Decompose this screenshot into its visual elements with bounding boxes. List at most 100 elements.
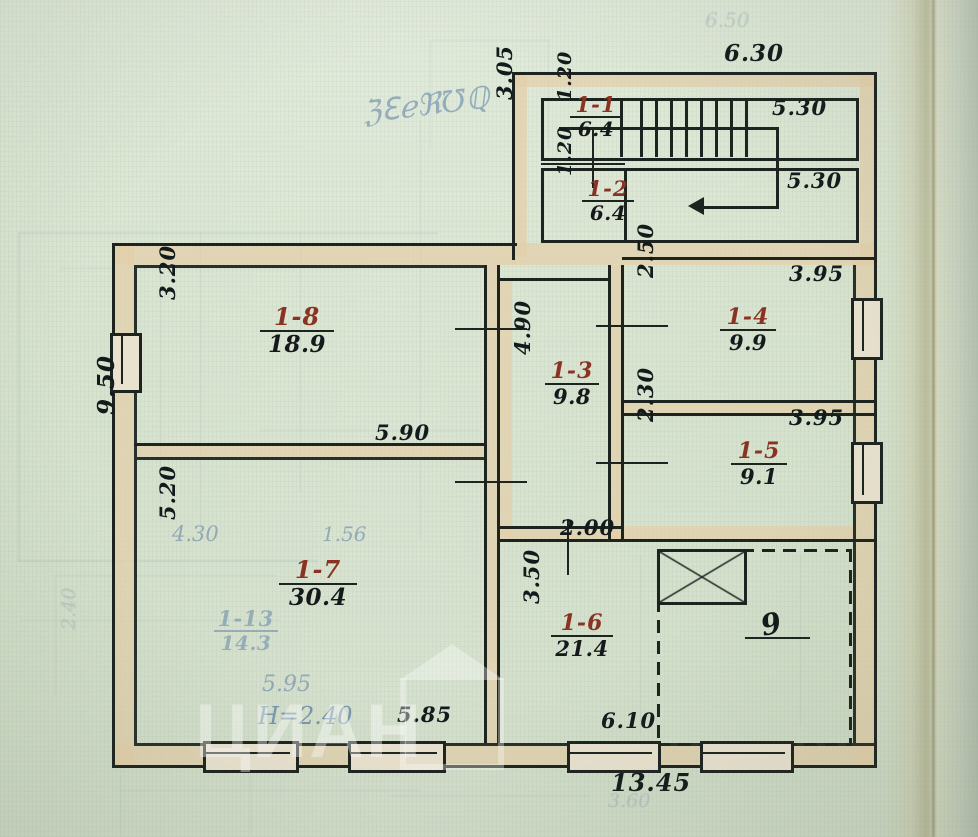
spine-wall-left (484, 265, 487, 743)
faded-dim-3-60: 3.60 (608, 790, 651, 812)
window-bottom-2-mullion (351, 752, 437, 754)
wall-interior-r18-bottom (134, 443, 484, 457)
main-top-wall-inner (134, 265, 486, 268)
dim-left-overall: 9.50 (93, 354, 120, 415)
dim-r15-height: 2.30 (633, 366, 658, 422)
ceiling-height-note: H=2.40 (258, 702, 353, 730)
room-number-1-2: 1-2 (587, 176, 629, 201)
r3-top-wall (497, 278, 609, 281)
dim-r16-width: 6.10 (601, 708, 657, 733)
wall-bottom-outer (112, 743, 875, 765)
wall-annex-right (860, 72, 875, 257)
annex-window-strip (541, 163, 625, 165)
room-number-1-5: 1-5 (737, 438, 781, 464)
wall-interior-corr-right (608, 265, 622, 540)
annex-mid-divider-a (541, 158, 859, 161)
r3-bottom-wall (497, 526, 622, 529)
spine-wall-right (497, 265, 500, 743)
wall-left-outer (112, 243, 134, 765)
window-right-upper-mullion (862, 301, 864, 351)
dim-r16-height: 3.50 (519, 548, 544, 604)
room-area-1-5: 9.1 (739, 464, 779, 490)
window-bottom-1-mullion (206, 752, 290, 754)
dim-stair-upper: 5.30 (772, 95, 828, 120)
dim-r14-height: 2.50 (633, 222, 658, 278)
window-right-lower-mullion (862, 445, 864, 495)
door-corridor-to-r4 (596, 325, 668, 327)
door-r8-to-corridor (455, 328, 527, 330)
dim-r18-height: 3.20 (155, 244, 180, 300)
wall-annex-left (512, 72, 527, 257)
r4-r5-divider-inner (621, 413, 875, 416)
room-divider-1-2 (582, 200, 634, 203)
room-divider-1-7 (279, 583, 357, 586)
r18-bottom-wall (134, 443, 486, 446)
room-area-1-8: 18.9 (267, 331, 327, 359)
main-right-wall-outer (874, 257, 877, 767)
annex-lower-right (856, 168, 859, 243)
main-left-wall-outer (112, 243, 115, 768)
room-tag-1-7: 1-7 30.4 (272, 555, 364, 610)
window-left-upper-mullion (121, 336, 123, 384)
room-number-1-6: 1-6 (560, 610, 604, 636)
window-right-upper (851, 298, 883, 360)
room-area-1-3: 9.8 (552, 384, 592, 410)
wall-top-annex (512, 72, 875, 87)
annex-lower-left (541, 168, 544, 243)
main-left-wall-inner (134, 265, 137, 745)
wall-top-main-left (112, 243, 516, 265)
room-divider-1-1 (570, 116, 622, 119)
annex-top-wall-line (512, 72, 877, 75)
room-tag-1-1: 1-1 6.4 (566, 94, 626, 140)
r6-dashed-partition-right (849, 549, 852, 746)
main-top-wall-outer (112, 243, 517, 246)
annex-mid-divider-b (541, 168, 859, 171)
dim-tick-r3-width (567, 519, 569, 575)
faded-room-divider (214, 630, 278, 633)
wall-interior-corr-left (498, 278, 512, 536)
room-area-1-6: 21.4 (555, 636, 609, 662)
faded-dim-6-50: 6.50 (705, 8, 750, 32)
faded-dim-5-95: 5.95 (262, 672, 311, 697)
room-divider-1-4 (720, 329, 776, 332)
faded-room-tag-1-13: 1-13 14.3 (208, 608, 284, 654)
main-bottom-wall-outer (112, 765, 877, 768)
dim-r15-width: 3.95 (789, 405, 845, 430)
room-divider-1-6 (551, 635, 613, 638)
dim-bottom-overall: 13.45 (611, 768, 692, 797)
window-bottom-4-mullion (703, 752, 785, 754)
window-right-lower (851, 442, 883, 504)
annex-lower-bottom (541, 240, 859, 243)
faded-room-number: 1-13 (217, 606, 275, 631)
room-divider-1-8 (260, 330, 334, 333)
main-right-wall-inner (853, 265, 856, 745)
room-area-1-1: 6.4 (577, 117, 615, 142)
room-tag-1-3: 1-3 9.8 (541, 360, 603, 408)
room-tag-1-5: 1-5 9.1 (727, 440, 791, 488)
annex-room12-divider (624, 168, 627, 243)
r6-dashed-partition-left (657, 599, 660, 746)
window-bottom-2 (348, 741, 446, 773)
wall-interior-r4-r5 (622, 400, 853, 414)
room-area-1-4: 9.9 (728, 330, 768, 356)
r4-r5-divider (621, 400, 875, 403)
stair-run-turn (776, 127, 779, 209)
dim-stair-lower: 5.30 (787, 168, 843, 193)
dim-r13-width: 2.00 (560, 515, 616, 540)
stove-label-underline (745, 637, 810, 639)
window-left-upper (110, 333, 142, 393)
window-bottom-3 (567, 741, 661, 773)
window-bottom-1 (203, 741, 299, 773)
door-r7-to-corridor (455, 481, 527, 483)
room-number-1-7: 1-7 (294, 555, 342, 584)
room-number-1-3: 1-3 (550, 358, 594, 384)
dim-r13-height: 4.90 (510, 299, 535, 355)
wall-annex-bottom-left (512, 243, 622, 265)
dim-r18-width: 5.90 (375, 420, 431, 445)
wall-right-outer (853, 257, 875, 765)
stair-arrow-shaft (700, 206, 778, 209)
room-number-1-1: 1-1 (575, 92, 617, 117)
window-bottom-3-mullion (570, 752, 652, 754)
r6-dashed-partition-top (741, 549, 851, 552)
